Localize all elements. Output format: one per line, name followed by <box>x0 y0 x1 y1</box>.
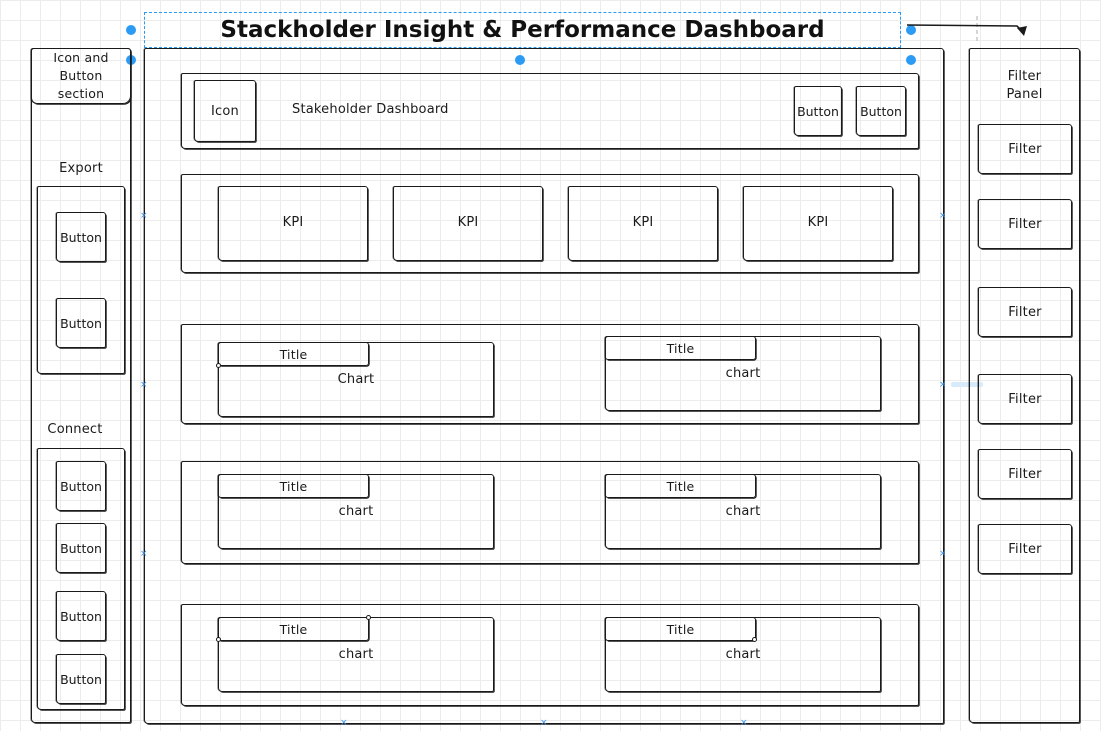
export-label: Export <box>59 160 103 176</box>
edge-marker-icon: × <box>140 380 148 390</box>
edge-marker-icon: × <box>540 718 548 728</box>
filter-box-4[interactable]: Filter <box>978 374 1072 424</box>
chart-label: chart <box>338 646 374 662</box>
export-group <box>37 186 125 374</box>
connect-button-2[interactable]: Button <box>56 523 106 573</box>
chart-row-1 <box>181 324 919 424</box>
connect-button-1[interactable]: Button <box>56 461 106 511</box>
export-button-1[interactable]: Button <box>56 212 106 262</box>
chart-row-3 <box>181 604 919 706</box>
connector-arrow <box>906 16 1027 42</box>
edge-marker-icon: × <box>939 211 947 221</box>
chart-label: chart <box>725 365 761 381</box>
filter-box-3[interactable]: Filter <box>978 287 1072 337</box>
title-selection-box[interactable] <box>144 12 901 48</box>
edge-marker-icon: × <box>939 549 947 559</box>
connect-group <box>37 448 125 710</box>
edge-marker-icon: × <box>740 718 748 728</box>
chart-title-bar: Title <box>605 617 756 641</box>
filter-panel-label: Filter Panel <box>969 66 1080 106</box>
kpi-card-4[interactable]: KPI <box>743 186 893 261</box>
chart-title-bar: Title <box>218 342 369 366</box>
filter-panel-title: Filter Panel <box>1006 69 1043 102</box>
connect-label: Connect <box>47 421 103 437</box>
chart-title-bar: Title <box>218 617 369 641</box>
connector-point <box>216 363 221 368</box>
connector-point <box>216 637 221 642</box>
selection-handle[interactable] <box>126 25 136 35</box>
main-panel <box>144 48 944 724</box>
filter-panel <box>969 48 1080 723</box>
top-button-1[interactable]: Button <box>794 86 842 136</box>
hover-highlight <box>951 382 983 387</box>
selection-handle[interactable] <box>515 55 525 65</box>
connector-point <box>752 637 757 642</box>
selection-handle[interactable] <box>906 25 916 35</box>
connect-button-3[interactable]: Button <box>56 591 106 641</box>
edge-marker-icon: × <box>140 211 148 221</box>
chart-title-bar: Title <box>605 336 756 360</box>
chart-label: Chart <box>337 371 375 387</box>
page-title: Stackholder Insight & Performance Dashbo… <box>220 17 825 43</box>
dashboard-label: Stakeholder Dashboard <box>292 102 449 117</box>
top-bar <box>181 73 919 149</box>
chart-label: chart <box>725 646 761 662</box>
kpi-card-2[interactable]: KPI <box>393 186 543 261</box>
edge-marker-icon: × <box>140 549 148 559</box>
connector-point <box>366 615 371 620</box>
edge-marker-icon: × <box>939 380 947 390</box>
kpi-card-3[interactable]: KPI <box>568 186 718 261</box>
export-button-2[interactable]: Button <box>56 298 106 348</box>
chart-label: chart <box>338 503 374 519</box>
chart-row-2 <box>181 461 919 564</box>
kpi-row <box>181 174 919 273</box>
chart-title-bar: Title <box>605 474 756 498</box>
filter-box-1[interactable]: Filter <box>978 124 1072 174</box>
icon-button-section-label: Icon and Button section <box>53 50 109 101</box>
filter-box-6[interactable]: Filter <box>978 524 1072 574</box>
kpi-card-1[interactable]: KPI <box>218 186 368 261</box>
selection-handle[interactable] <box>906 55 916 65</box>
selection-handle[interactable] <box>126 55 136 65</box>
edge-marker-icon: × <box>340 718 348 728</box>
filter-box-2[interactable]: Filter <box>978 199 1072 249</box>
connect-button-4[interactable]: Button <box>56 654 106 704</box>
dashboard-icon: Icon <box>194 80 256 142</box>
chart-title-bar: Title <box>218 474 369 498</box>
chart-label: chart <box>725 503 761 519</box>
filter-box-5[interactable]: Filter <box>978 449 1072 499</box>
top-button-2[interactable]: Button <box>856 86 906 136</box>
icon-button-section-header: Icon and Button section <box>31 48 131 104</box>
